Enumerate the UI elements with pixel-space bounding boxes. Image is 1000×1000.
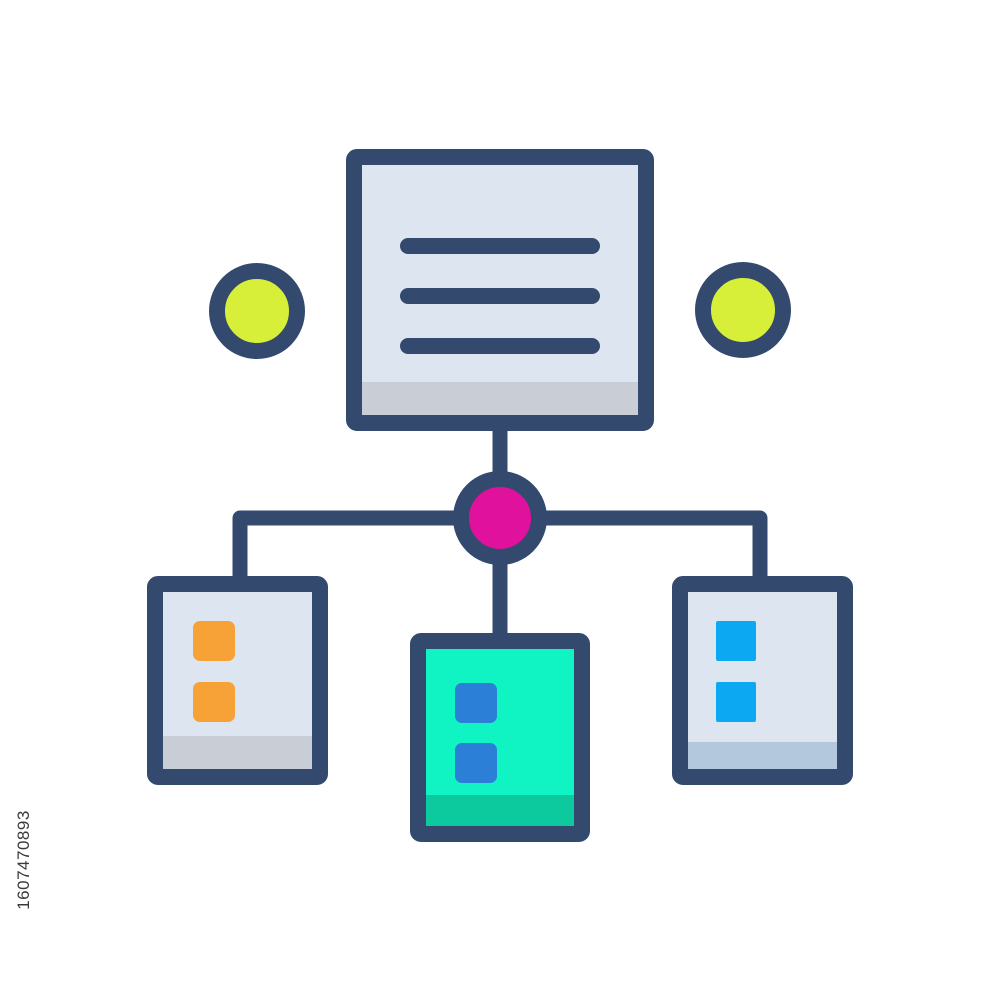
center-node-icon [453,471,547,565]
orange-square [193,682,235,722]
left-dot-icon [209,263,305,359]
connector-lines [232,417,768,648]
top-document-icon [346,149,654,431]
stock-id-text: 1607470893 [14,810,34,910]
cyan-square [716,621,756,661]
right-dot-icon [695,262,791,358]
blue-square [455,683,497,723]
right-child-document-icon [672,576,853,785]
blue-square [455,743,497,783]
center-child-document-icon [410,633,590,842]
orange-square [193,621,235,661]
connector-left [232,510,468,590]
connector-right [532,510,768,590]
cyan-square [716,682,756,722]
stock-id-watermark: 1607470893 [4,760,44,960]
left-child-document-icon [147,576,328,785]
